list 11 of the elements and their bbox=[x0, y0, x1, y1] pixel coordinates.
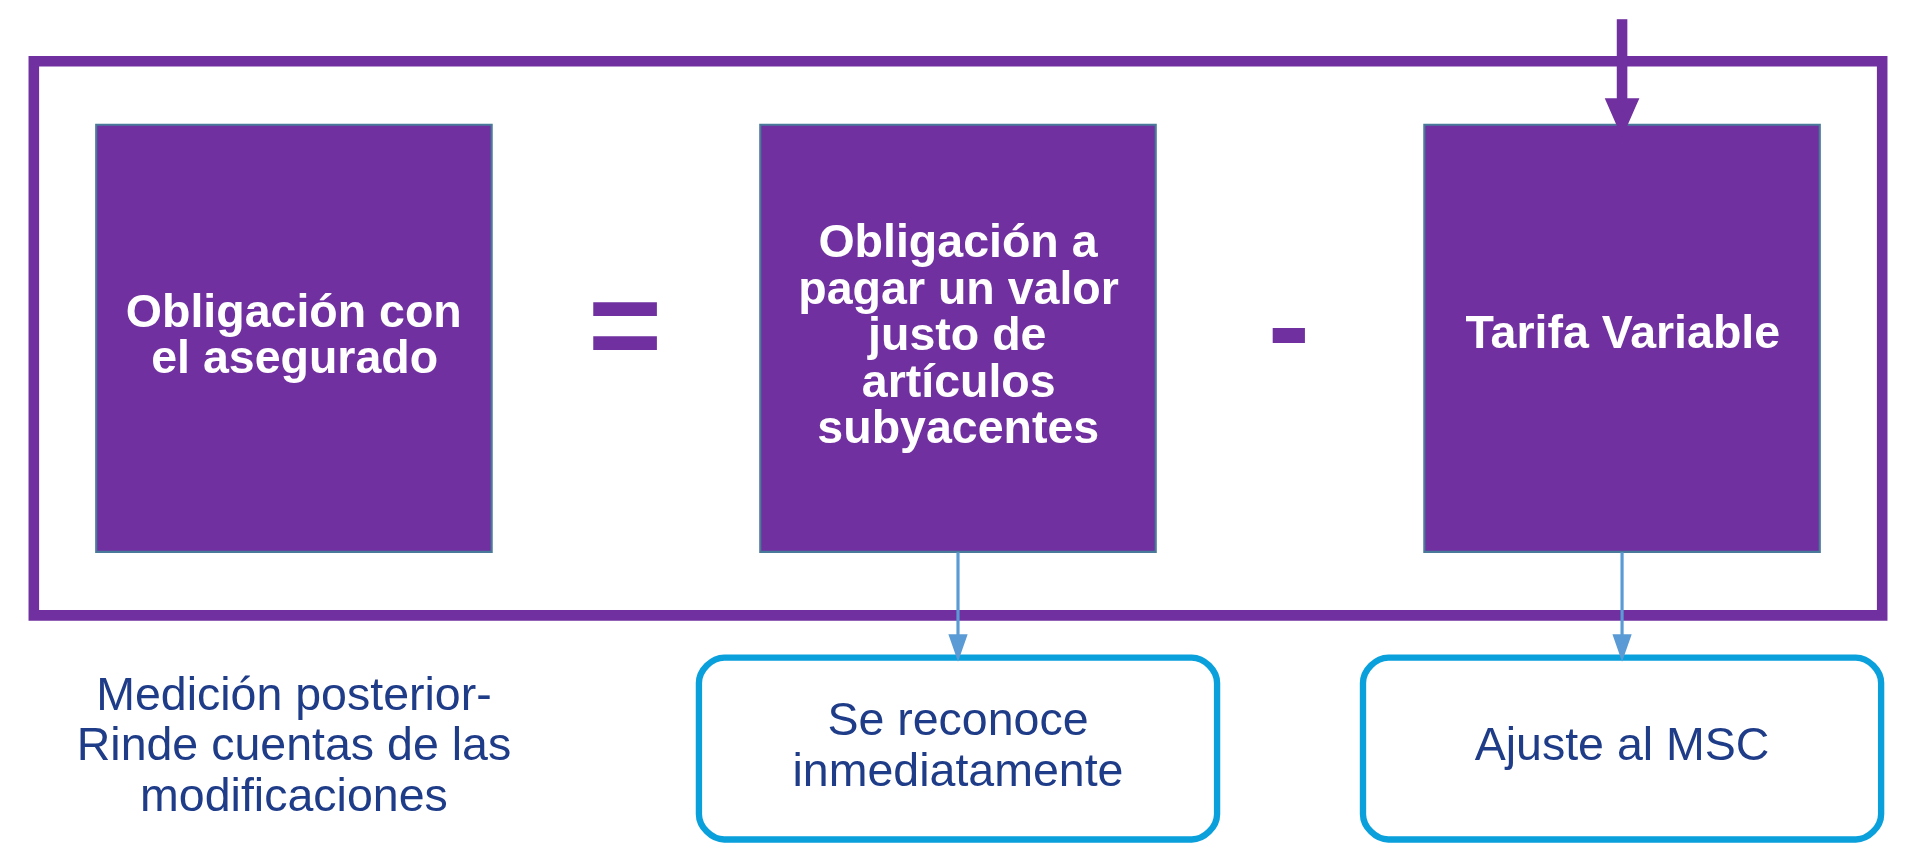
cluster bbox=[28, 56, 1888, 621]
label: Medición posterior- Rinde cuentas de las modificaciones bbox=[76, 667, 512, 822]
node-box: Obligación a pagar un valor justo de artículos subyacentes bbox=[759, 123, 1157, 553]
label: = bbox=[587, 252, 662, 395]
arrow bbox=[948, 552, 968, 662]
node-box: Ajuste al MSC bbox=[1359, 654, 1885, 843]
node-box: Obligación con el asegurado bbox=[95, 123, 493, 553]
arrow bbox=[1612, 552, 1632, 662]
node-box: Tarifa Variable bbox=[1423, 123, 1821, 553]
label: - bbox=[1267, 252, 1311, 395]
node-box: Se reconoce inmediatamente bbox=[695, 654, 1221, 843]
